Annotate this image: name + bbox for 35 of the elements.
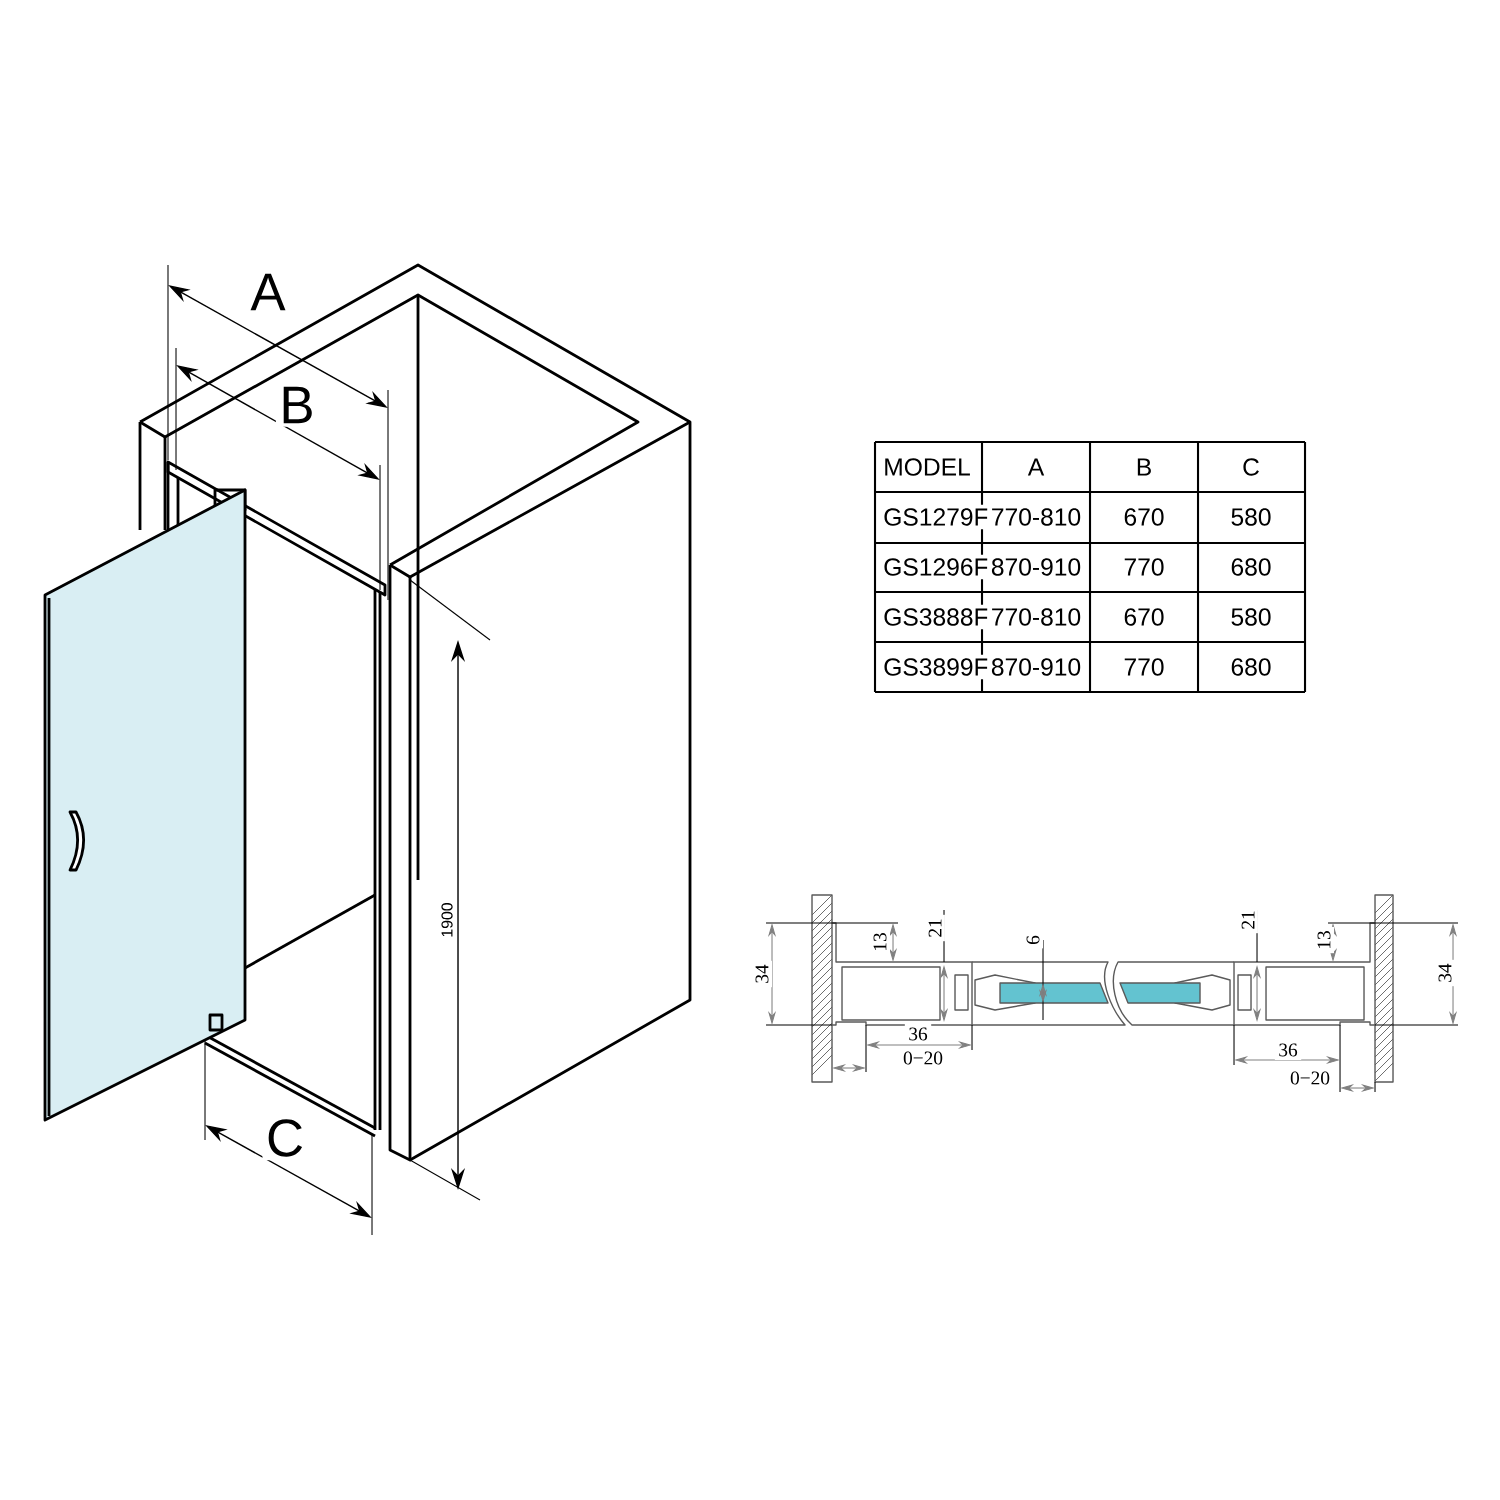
- dimension-label: A: [246, 270, 290, 314]
- table-cell: GS3899F: [879, 654, 993, 680]
- table-cell: 580: [1226, 604, 1276, 630]
- dimension-label: B: [275, 383, 319, 427]
- table-cell: MODEL: [879, 454, 975, 480]
- table-cell: 770-810: [987, 604, 1085, 630]
- table-cell: 770-810: [987, 504, 1085, 530]
- table-cell: 680: [1226, 554, 1276, 580]
- dimension-label: 21: [1238, 906, 1258, 934]
- dimension-label: 0−20: [1286, 1067, 1334, 1089]
- table-cell: 580: [1226, 504, 1276, 530]
- dimension-label: 0−20: [899, 1047, 947, 1069]
- dimension-label: 21: [925, 914, 945, 942]
- dimension-label: 34: [752, 960, 773, 988]
- table-cell: 770: [1119, 654, 1169, 680]
- dimension-label: 1900: [437, 898, 457, 942]
- table-cell: GS1279F: [879, 504, 993, 530]
- dimension-label: 34: [1435, 959, 1456, 987]
- table-cell: 670: [1119, 604, 1169, 630]
- table-cell: C: [1238, 454, 1264, 480]
- table-cell: B: [1132, 455, 1156, 479]
- table-cell: 670: [1119, 504, 1169, 530]
- table-cell: GS3888F: [879, 604, 993, 630]
- dimension-label: 36: [1274, 1040, 1302, 1060]
- dimension-label: 13: [1314, 926, 1335, 954]
- dimension-label: 36: [904, 1024, 932, 1045]
- dimension-label: C: [262, 1115, 308, 1161]
- dimension-label: 6: [1023, 931, 1043, 949]
- dimension-label: 13: [870, 928, 891, 956]
- table-cell: GS1296F: [879, 554, 993, 580]
- table-cell: 770: [1119, 554, 1169, 580]
- table-cell: 870-910: [987, 654, 1085, 680]
- table-cell: A: [1024, 455, 1048, 479]
- table-cell: 870-910: [987, 554, 1085, 580]
- table-cell: 680: [1226, 654, 1276, 680]
